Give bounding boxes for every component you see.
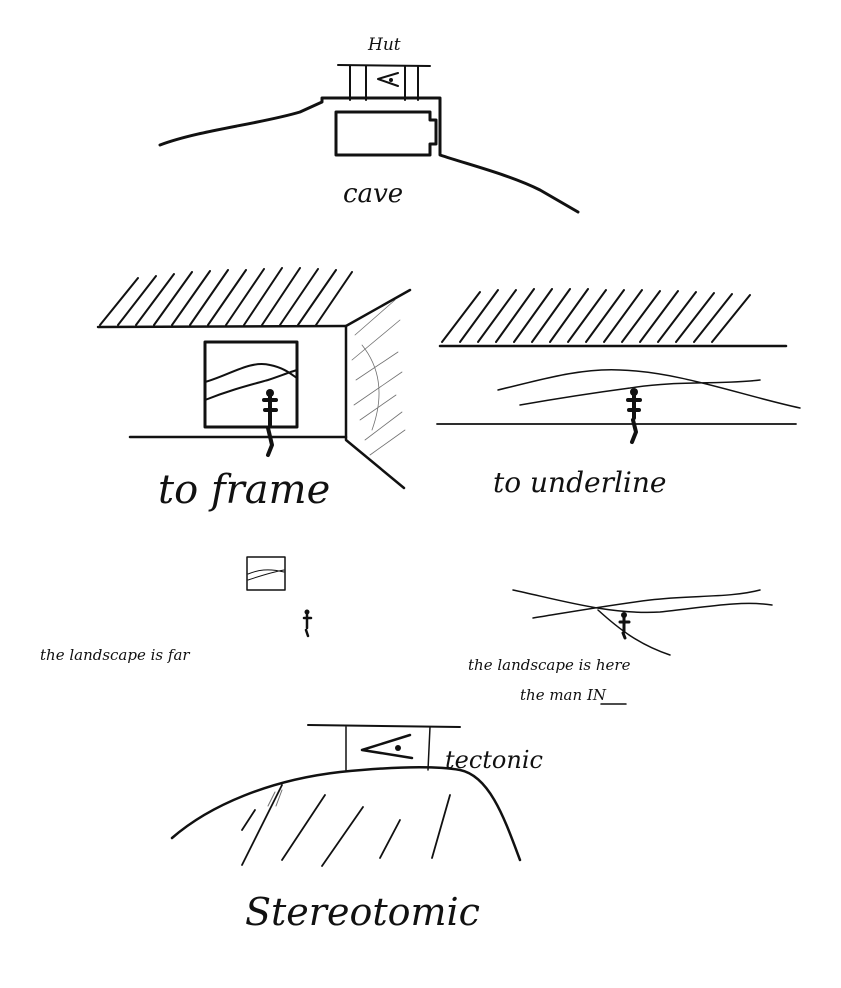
underline-hills <box>497 369 801 409</box>
man-in-prefix: the man <box>520 686 587 704</box>
stereotomic-base-hatching <box>267 789 283 807</box>
far-man-figure <box>302 612 313 638</box>
frame-window-landscape <box>204 363 298 401</box>
frame-ceiling-hatching <box>99 267 353 326</box>
hut-roof-line <box>337 64 431 67</box>
landscape-here-sketch: the landscape is here the man IN <box>468 589 773 705</box>
landscape-far-sketch: the landscape is far <box>40 556 313 664</box>
here-hills <box>512 589 773 656</box>
tectonic-label: tectonic <box>445 746 543 774</box>
tectonic-eye-pupil <box>395 745 401 751</box>
cave-chamber <box>334 110 438 157</box>
underline-sketch: to underline <box>436 288 801 499</box>
cave-label: cave <box>343 179 403 209</box>
hut-label: Hut <box>367 35 401 55</box>
stereotomic-mound <box>170 766 522 862</box>
hut-eye-pupil <box>389 78 393 82</box>
hut-eye-icon <box>377 72 399 87</box>
landscape-here-label: the landscape is here <box>468 656 631 674</box>
frame-wall-shading <box>351 299 406 456</box>
stereotomic-label: Stereotomic <box>245 890 480 934</box>
hut-cave-sketch: cave Hut <box>158 35 580 214</box>
frame-sketch: to frame <box>96 267 412 513</box>
frame-man-head <box>266 389 274 397</box>
man-in-label: the man IN <box>520 686 607 704</box>
underline-man-head <box>630 388 638 396</box>
tectonic-roof <box>307 724 461 728</box>
here-man-figure <box>618 616 631 640</box>
frame-man-figure <box>262 393 278 457</box>
underline-man-figure <box>626 392 642 444</box>
hut-posts <box>349 65 419 101</box>
stereotomic-hatching <box>241 784 451 867</box>
man-in-emphasis: IN <box>586 686 607 704</box>
far-man-head <box>304 609 310 615</box>
to-underline-label: to underline <box>493 466 666 499</box>
far-window <box>246 556 286 591</box>
landscape-far-label: the landscape is far <box>40 646 190 664</box>
cave-mound-outline <box>158 96 580 214</box>
frame-wall-corner <box>344 288 412 490</box>
to-frame-label: to frame <box>158 467 330 513</box>
frame-ceiling-edge <box>96 324 348 329</box>
far-window-landscape <box>247 569 285 581</box>
tectonic-eye-icon <box>360 733 414 760</box>
tectonic-posts <box>345 726 431 771</box>
tectonic-stereotomic-sketch: tectonic Stereotomic <box>170 724 543 934</box>
here-man-head <box>621 612 627 618</box>
underline-ceiling-hatching <box>441 288 751 343</box>
frame-window <box>203 340 299 429</box>
